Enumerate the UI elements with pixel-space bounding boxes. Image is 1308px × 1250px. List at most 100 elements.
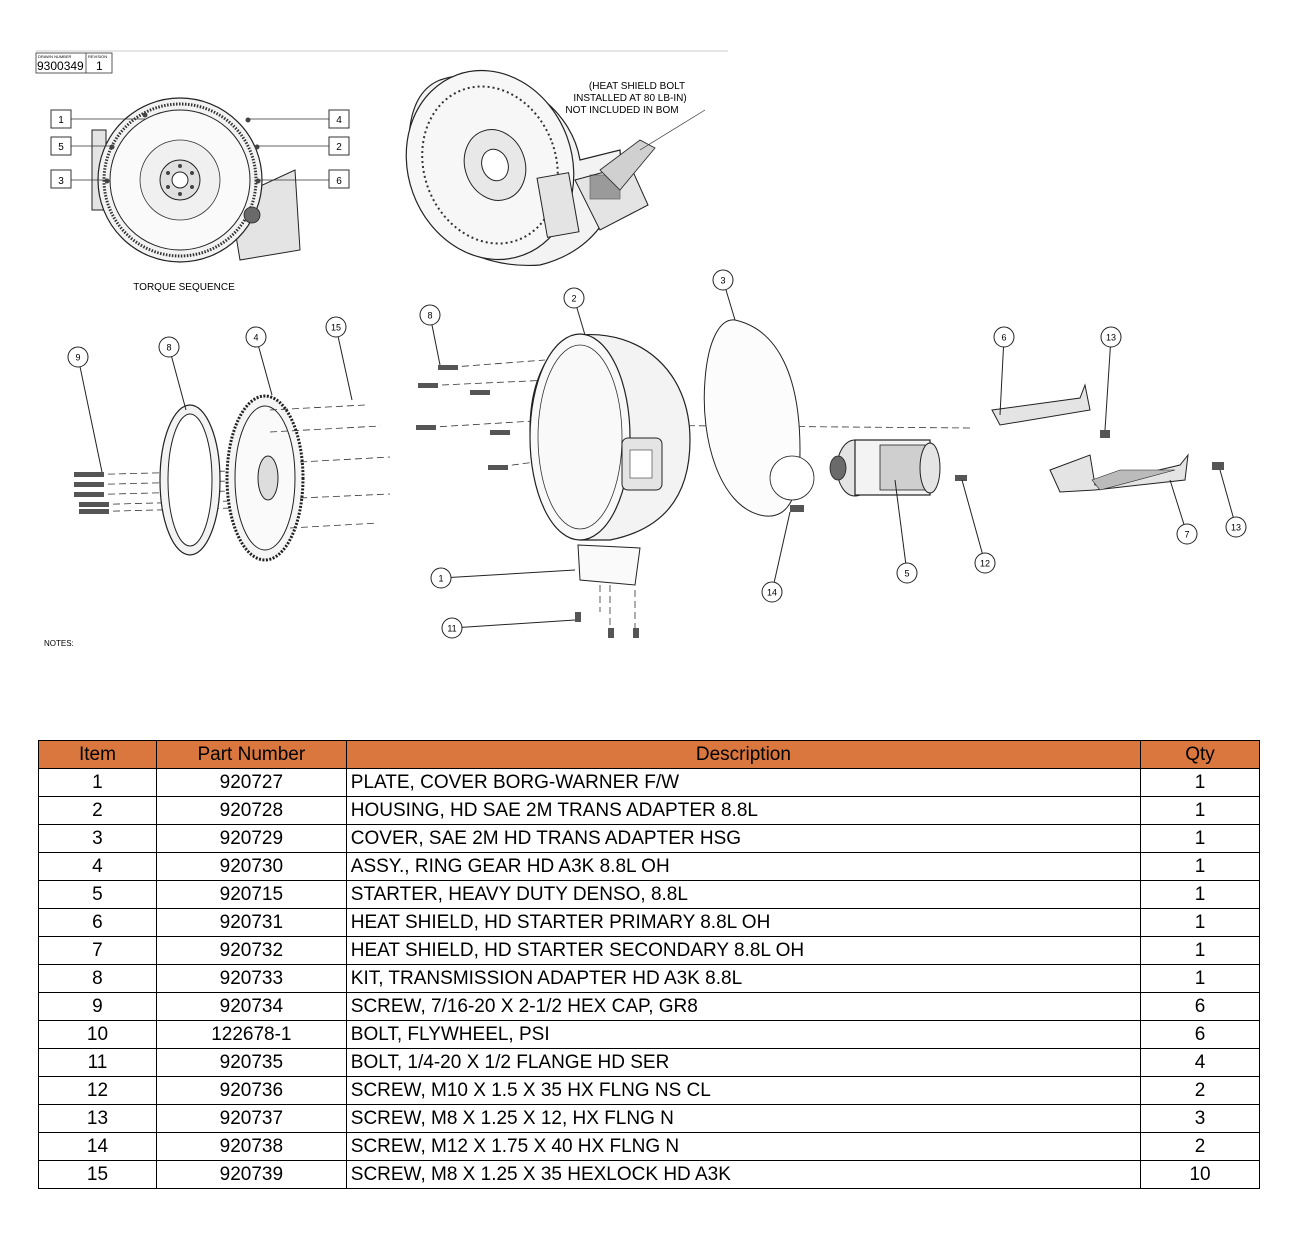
cell-part-number: 920730 <box>155 852 347 881</box>
column-header-part-number: Part Number <box>155 740 347 769</box>
cell-part-number: 920728 <box>155 796 347 825</box>
callout-balloon: 9 <box>67 346 103 473</box>
callout-balloon: 12 <box>961 479 996 574</box>
cell-description: ASSY., RING GEAR HD A3K 8.8L OH <box>345 852 1142 881</box>
svg-text:NOT INCLUDED IN BOM: NOT INCLUDED IN BOM <box>565 105 678 116</box>
leader-line <box>440 569 576 579</box>
cell-part-number: 920738 <box>155 1132 347 1161</box>
cell-qty: 6 <box>1140 1020 1260 1049</box>
torque-callout-3: 3 <box>50 169 107 189</box>
torque-sequence-view: 1 5 3 4 2 6 TORQUE SEQUENCE <box>50 97 350 293</box>
cell-item: 12 <box>38 1076 157 1105</box>
balloon-label: 6 <box>1001 333 1006 343</box>
cell-description: BOLT, FLYWHEEL, PSI <box>345 1020 1142 1049</box>
callout-balloon: 8 <box>419 304 441 366</box>
balloon-circle <box>158 336 180 358</box>
cell-item: 2 <box>38 796 157 825</box>
cell-part-number: 920715 <box>155 880 347 909</box>
leader-line <box>1104 336 1112 431</box>
balloon-circle <box>441 617 463 639</box>
cell-description: HOUSING, HD SAE 2M TRANS ADAPTER 8.8L <box>345 796 1142 825</box>
revision-label: REVISION <box>88 54 107 59</box>
callout-balloon: 13 <box>1219 469 1247 538</box>
exploded-assembly-drawing: DRAWN NUMBER REVISION 9300349 1 1 5 <box>35 50 1247 648</box>
cell-part-number: 920732 <box>155 936 347 965</box>
torque-callout-5: 5 <box>50 136 112 156</box>
cell-description: PLATE, COVER BORG-WARNER F/W <box>345 768 1142 797</box>
leader-line <box>335 326 353 401</box>
cell-part-number: 920739 <box>155 1160 347 1189</box>
exploded-view <box>74 319 1224 638</box>
callout-balloon: 6 <box>993 326 1015 416</box>
cell-qty: 3 <box>1140 1104 1260 1133</box>
cell-qty: 1 <box>1140 768 1260 797</box>
revision-number: 1 <box>96 59 103 73</box>
balloon-label: 5 <box>904 569 909 579</box>
balloon-label: 8 <box>166 343 171 353</box>
heat-shield-note: (HEAT SHIELD BOLT INSTALLED AT 80 LB-IN)… <box>565 81 686 116</box>
balloon-circle <box>1100 326 1122 348</box>
callout-balloon: 1 <box>430 567 576 589</box>
cell-item: 15 <box>38 1160 157 1189</box>
callout-balloon: 11 <box>441 617 576 639</box>
svg-text:1: 1 <box>58 115 64 126</box>
cell-description: KIT, TRANSMISSION ADAPTER HD A3K 8.8L <box>345 964 1142 993</box>
balloon-label: 7 <box>1184 530 1189 540</box>
cell-part-number: 122678-1 <box>155 1020 347 1049</box>
callout-balloon: 5 <box>894 479 918 584</box>
balloon-circle <box>993 326 1015 348</box>
column-header-qty: Qty <box>1140 740 1260 769</box>
cell-description: SCREW, M8 X 1.25 X 35 HEXLOCK HD A3K <box>345 1160 1142 1189</box>
balloon-label: 13 <box>1106 333 1116 343</box>
balloon-circle <box>712 269 734 291</box>
cell-part-number: 920731 <box>155 908 347 937</box>
balloon-label: 11 <box>447 624 456 634</box>
leader-line <box>999 336 1005 416</box>
svg-text:3: 3 <box>58 176 64 187</box>
leader-line <box>451 619 576 629</box>
cell-description: BOLT, 1/4-20 X 1/2 FLANGE HD SER <box>345 1048 1142 1077</box>
balloon-circle <box>896 562 918 584</box>
cell-description: STARTER, HEAVY DUTY DENSO, 8.8L <box>345 880 1142 909</box>
cell-item: 11 <box>38 1048 157 1077</box>
cell-part-number: 920727 <box>155 768 347 797</box>
leader-line <box>771 511 791 593</box>
balloon-circle <box>419 304 441 326</box>
cell-item: 5 <box>38 880 157 909</box>
cell-qty: 1 <box>1140 852 1260 881</box>
balloon-label: 1 <box>438 574 443 584</box>
cell-item: 10 <box>38 1020 157 1049</box>
cell-qty: 1 <box>1140 964 1260 993</box>
leader-line <box>168 346 187 411</box>
title-block: DRAWN NUMBER REVISION 9300349 1 <box>35 52 113 74</box>
cell-qty: 1 <box>1140 796 1260 825</box>
cell-item: 14 <box>38 1132 157 1161</box>
balloon-circle <box>974 552 996 574</box>
balloon-label: 12 <box>980 559 990 569</box>
cell-part-number: 920729 <box>155 824 347 853</box>
cell-description: SCREW, 7/16-20 X 2-1/2 HEX CAP, GR8 <box>345 992 1142 1021</box>
svg-text:2: 2 <box>336 142 342 153</box>
balloon-label: 2 <box>571 294 576 304</box>
balloon-label: 8 <box>427 311 432 321</box>
svg-text:4: 4 <box>336 115 342 126</box>
cell-qty: 10 <box>1140 1160 1260 1189</box>
column-header-item: Item <box>38 740 157 769</box>
cell-qty: 2 <box>1140 1132 1260 1161</box>
cell-item: 3 <box>38 824 157 853</box>
balloon-label: 14 <box>767 588 777 598</box>
balloon-circle <box>430 567 452 589</box>
drawing-number-label: DRAWN NUMBER <box>38 54 72 59</box>
